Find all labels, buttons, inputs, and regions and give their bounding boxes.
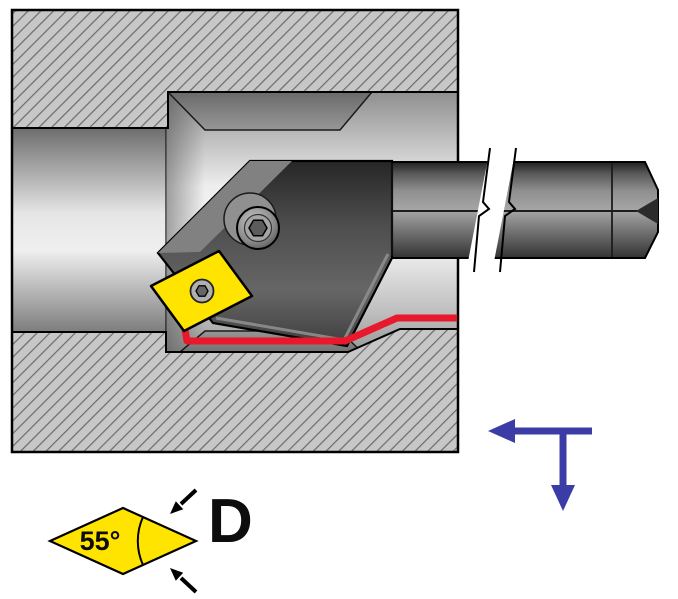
machined-profile-path bbox=[179, 314, 457, 345]
legend-angle-arc bbox=[136, 516, 144, 566]
angle-pointer-arrow-bottom-icon bbox=[170, 568, 184, 581]
insert-legend: 55° D bbox=[47, 487, 253, 594]
feed-direction-arrows bbox=[488, 419, 592, 511]
legend-angle-label: 55° bbox=[80, 526, 121, 556]
feed-left-arrow-icon bbox=[488, 419, 515, 443]
angle-pointer-arrow-top-tail bbox=[179, 488, 198, 506]
break-gap bbox=[466, 148, 516, 272]
hex-socket-icon bbox=[248, 219, 268, 237]
legend-insert-diamond bbox=[47, 506, 199, 576]
pilot-bore-inner-surface bbox=[12, 128, 166, 332]
break-line-left bbox=[473, 147, 491, 273]
insert-hex-socket-icon bbox=[195, 285, 209, 297]
angle-pointer-arrow-top-icon bbox=[170, 501, 184, 514]
break-symbol-icon bbox=[466, 147, 517, 273]
angle-pointer-arrow-bottom-tail bbox=[179, 576, 198, 594]
legend-insert-code: D bbox=[208, 487, 253, 556]
counterbore-chamfer-top bbox=[166, 91, 374, 131]
shank-end-notch bbox=[636, 198, 658, 224]
break-line-right bbox=[499, 147, 517, 273]
tool-head-bevel-highlight bbox=[158, 161, 292, 253]
cutting-insert bbox=[149, 249, 254, 333]
feed-down-arrow-icon bbox=[551, 485, 575, 511]
